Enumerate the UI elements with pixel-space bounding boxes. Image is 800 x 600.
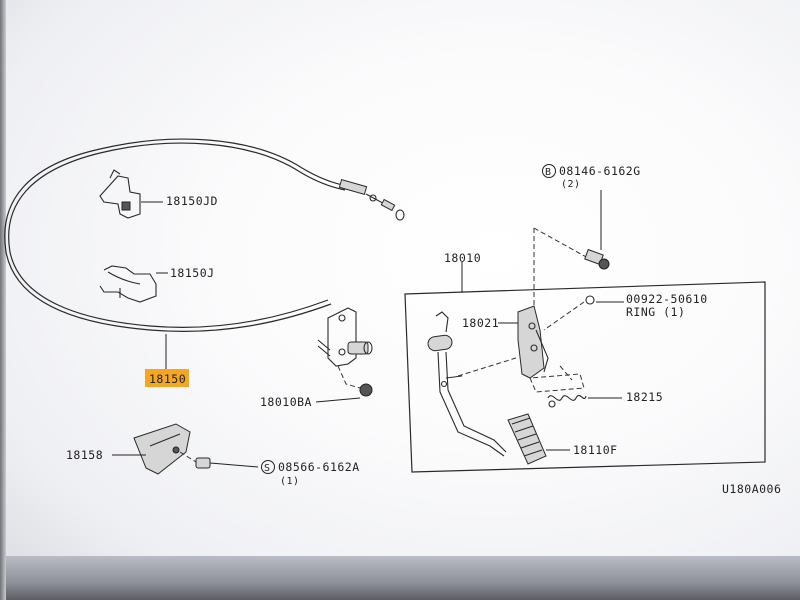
bolt-symbol: B bbox=[545, 167, 552, 178]
diagram-code: U180A006 bbox=[722, 482, 781, 496]
monitor-bezel-edge bbox=[0, 0, 6, 600]
label-18110f: 18110F bbox=[573, 443, 618, 457]
clip-18150j-drawing bbox=[99, 265, 168, 303]
label-18150-highlight bbox=[145, 369, 189, 387]
pedal-pad-18110f-drawing bbox=[507, 413, 570, 465]
screw-symbol: S bbox=[264, 463, 271, 474]
accelerator-cable-drawing bbox=[4, 138, 405, 332]
screw-symbol-icon bbox=[261, 460, 275, 474]
clip-18150jd-drawing bbox=[99, 169, 163, 219]
label-bolt-qty: (2) bbox=[561, 179, 581, 190]
label-18150: 18150 bbox=[149, 372, 186, 386]
label-18150jd: 18150JD bbox=[166, 194, 218, 208]
label-18150j: 18150J bbox=[170, 266, 215, 280]
pedal-arm-drawing bbox=[427, 311, 517, 457]
label-00922-50610: 00922-50610 bbox=[626, 292, 708, 306]
label-18215: 18215 bbox=[626, 390, 663, 404]
monitor-bezel bbox=[0, 556, 800, 600]
label-18010ba: 18010BA bbox=[260, 395, 312, 409]
label-08146-6162g: 08146-6162G bbox=[559, 164, 641, 178]
cable-bracket-drawing bbox=[315, 307, 373, 403]
pedal-bolt-drawing bbox=[533, 190, 610, 312]
bolt-symbol-icon bbox=[542, 164, 556, 178]
cover-18158-drawing bbox=[112, 423, 259, 475]
label-08566-6162a: 08566-6162A bbox=[278, 460, 360, 474]
label-screw-qty: (1) bbox=[280, 476, 300, 487]
pedal-assembly-frame bbox=[404, 262, 766, 473]
label-18021: 18021 bbox=[462, 316, 499, 330]
label-18158: 18158 bbox=[66, 448, 103, 462]
label-ring: RING (1) bbox=[626, 305, 685, 319]
spring-18215-drawing bbox=[529, 365, 622, 408]
bracket-18021-drawing bbox=[498, 295, 624, 379]
label-18010: 18010 bbox=[444, 251, 481, 265]
